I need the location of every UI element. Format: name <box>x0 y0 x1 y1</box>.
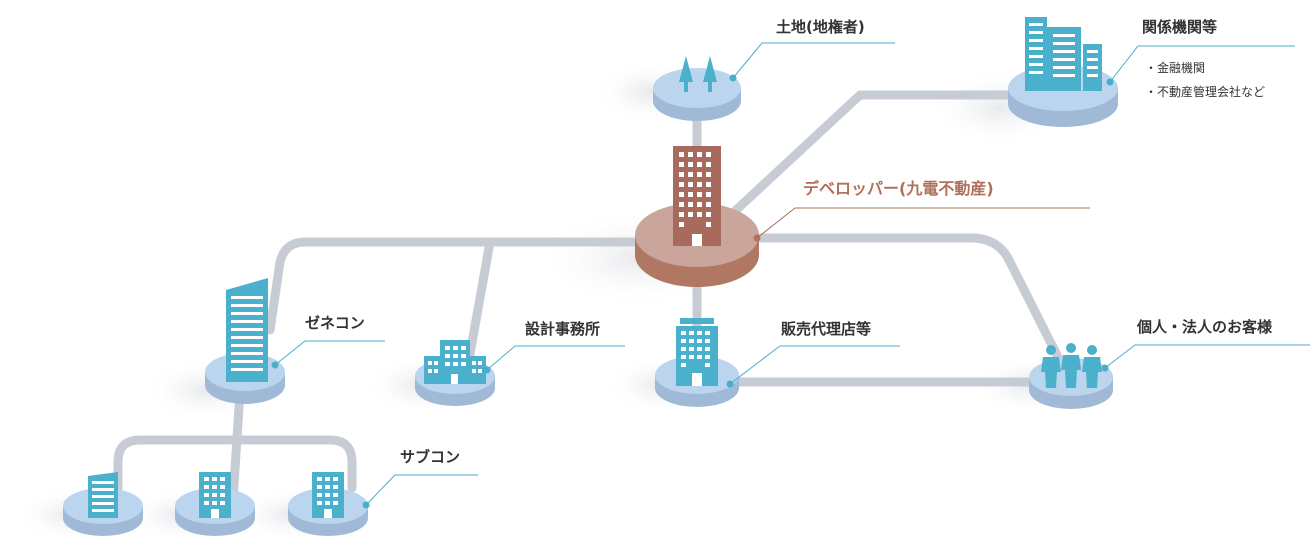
callout-customers <box>1104 344 1310 369</box>
connector-design <box>463 237 495 370</box>
developer-label: デベロッパー(九電不動産) <box>803 179 994 198</box>
callouts <box>274 42 1310 506</box>
callout-sales <box>729 345 900 385</box>
low-building-icon <box>424 340 486 384</box>
related-label: 関係機関等 <box>1142 18 1218 36</box>
connector-contractor <box>265 237 702 335</box>
office-towers-icon <box>1025 17 1102 91</box>
people-icon <box>1041 343 1102 388</box>
sales-agency-node <box>655 318 739 407</box>
related-item-management: ・不動産管理会社など <box>1145 85 1266 99</box>
small-building-icon <box>199 472 231 518</box>
callout-subcontractors <box>365 474 478 506</box>
related-node <box>1008 17 1118 127</box>
design-office-node <box>415 340 495 406</box>
connector-related <box>715 90 1055 230</box>
land-label: 土地(地権者) <box>776 18 865 36</box>
callout-land <box>732 42 895 79</box>
highrise-icon <box>673 146 721 246</box>
general-contractor-node <box>205 278 285 404</box>
callout-contractor <box>274 340 385 366</box>
callout-design <box>486 345 625 371</box>
related-item-finance: ・金融機関 <box>1145 61 1206 75</box>
callout-related <box>1109 45 1295 83</box>
developer-node <box>635 146 759 287</box>
platform-shadows <box>15 60 1090 543</box>
sales-agency-label: 販売代理店等 <box>781 320 872 338</box>
small-building-icon <box>88 472 118 518</box>
small-building-icon <box>312 472 344 518</box>
land-node <box>653 56 741 121</box>
callout-dots <box>271 74 1114 509</box>
tower-icon <box>226 278 268 382</box>
subcontractor-node-2 <box>175 472 255 536</box>
store-building-icon <box>676 318 718 386</box>
customers-node <box>1029 343 1113 409</box>
customers-label: 個人・法人のお客様 <box>1137 318 1273 336</box>
trees-icon <box>679 56 717 92</box>
connector-customers <box>692 233 1067 370</box>
subcontractor-node-1 <box>63 472 143 536</box>
subcontractors-label: サブコン <box>400 448 461 466</box>
callout-developer <box>756 207 1090 239</box>
general-contractor-label: ゼネコン <box>305 314 365 332</box>
design-office-label: 設計事務所 <box>525 320 601 338</box>
subcontractor-node-3 <box>288 472 368 536</box>
